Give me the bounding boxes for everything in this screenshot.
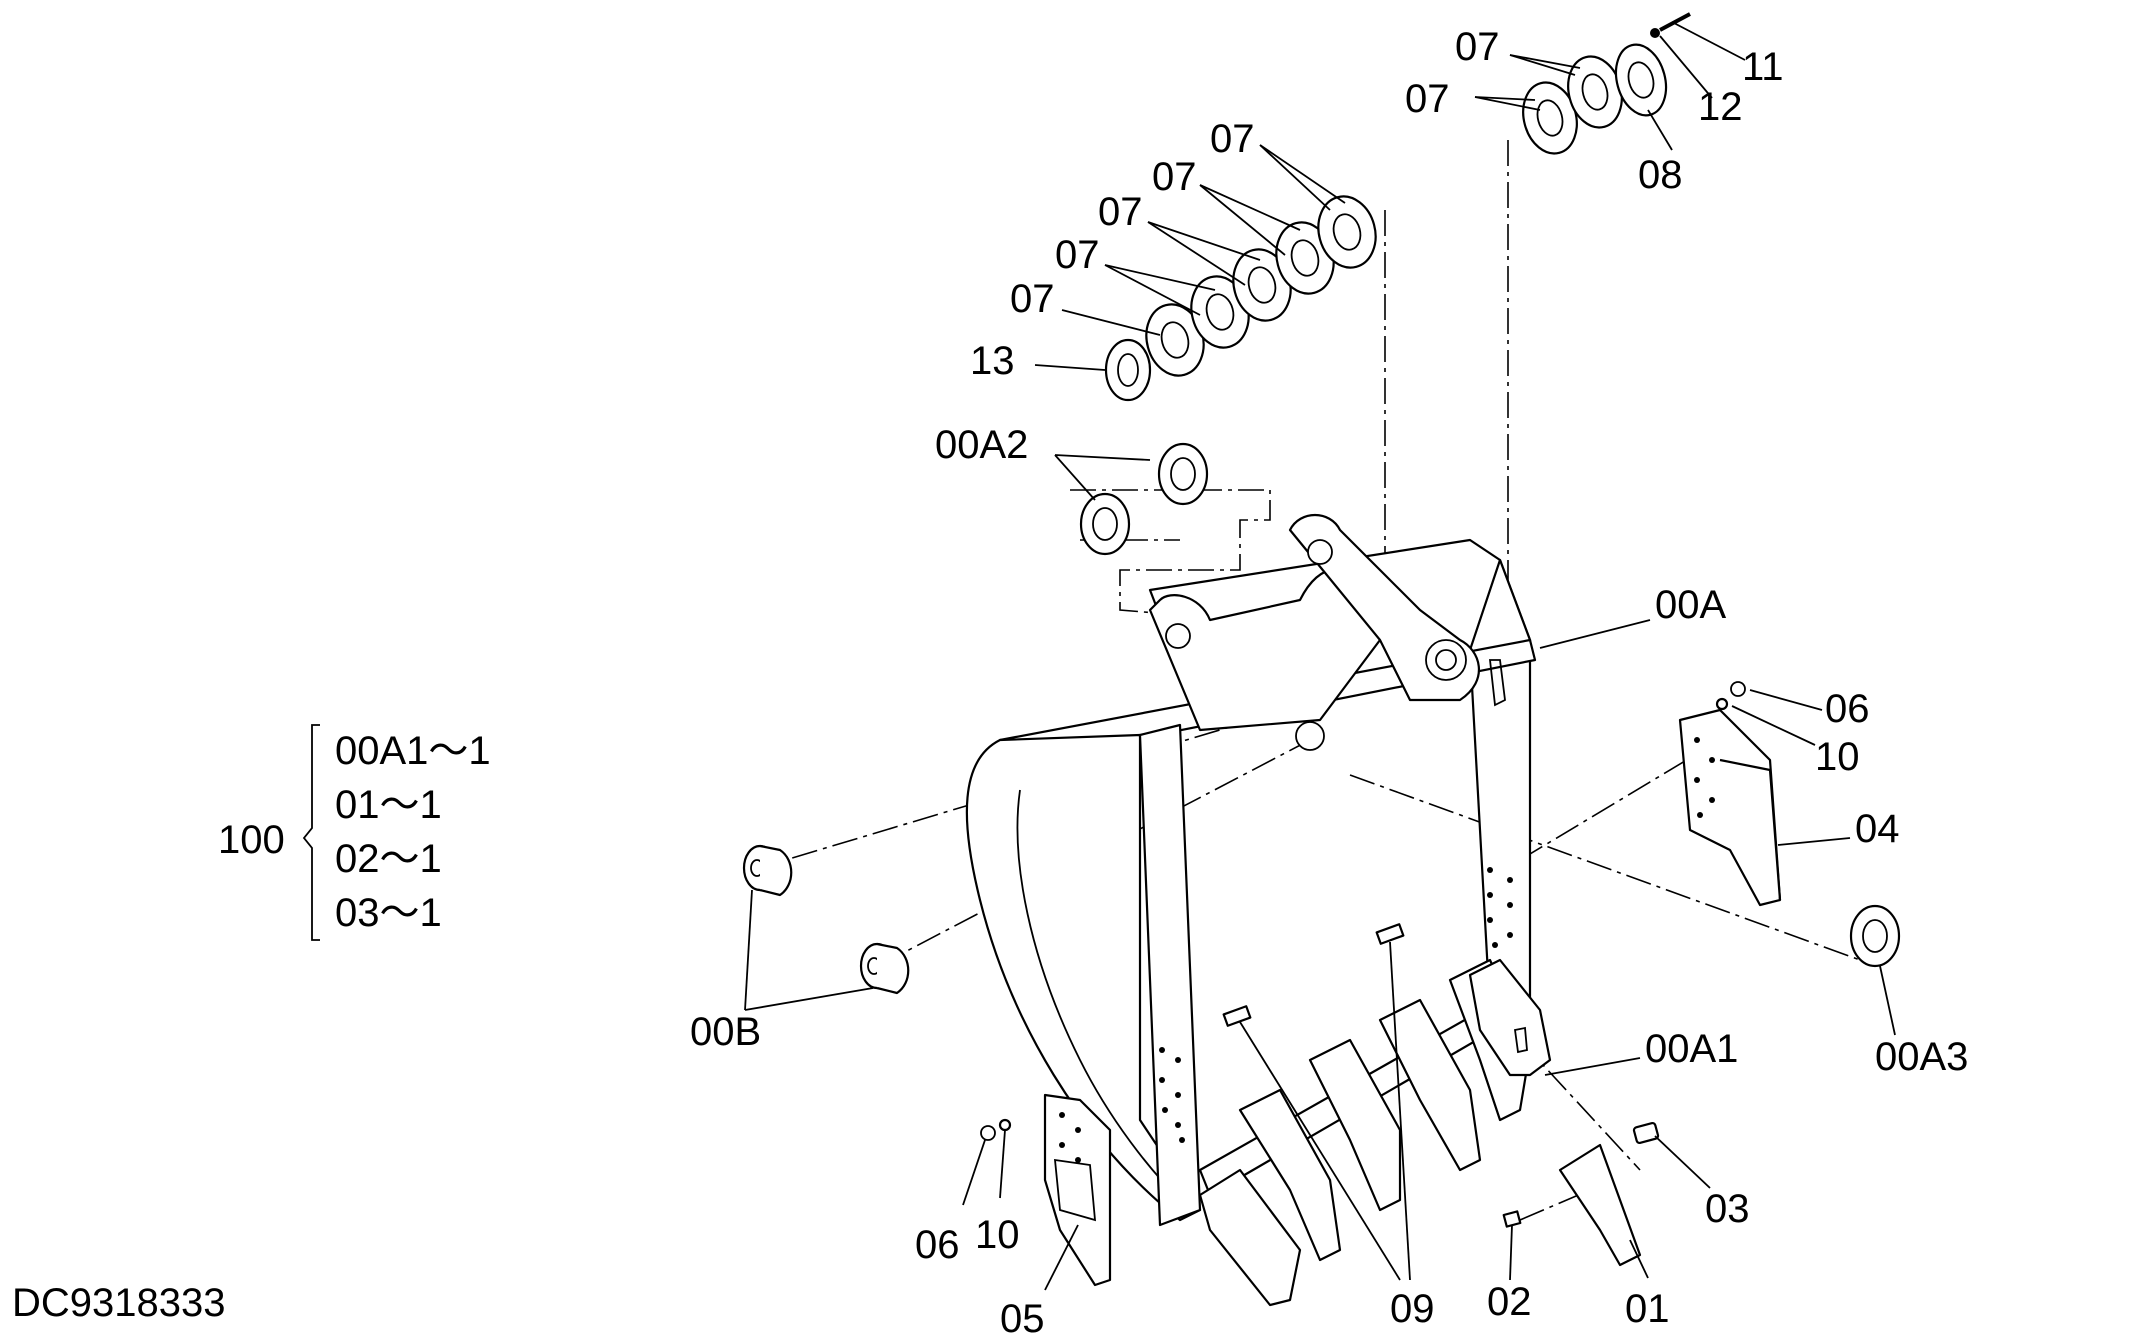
assembly-list: 100 00A1～1 01～1 02～1 03～1 <box>218 729 491 935</box>
assembly-label: 100 <box>218 818 285 862</box>
callout-10: 10 <box>975 1213 1020 1257</box>
callout-03: 03 <box>1705 1187 1750 1231</box>
callout-09: 09 <box>1390 1287 1435 1331</box>
callout-07: 07 <box>1010 277 1055 321</box>
callout-07: 07 <box>1405 77 1450 121</box>
callout-13: 13 <box>970 339 1015 383</box>
callout-00A3: 00A3 <box>1875 1035 1968 1079</box>
callout-08: 08 <box>1638 153 1683 197</box>
assembly-item: 00A1～1 <box>335 729 491 773</box>
assembly-item: 01～1 <box>335 783 442 827</box>
callout-07: 07 <box>1055 233 1100 277</box>
callout-07: 07 <box>1152 155 1197 199</box>
callout-02: 02 <box>1487 1280 1532 1324</box>
callout-05: 05 <box>1000 1297 1045 1340</box>
leader-lines <box>744 21 1896 1291</box>
callout-12: 12 <box>1698 85 1743 129</box>
callout-04: 04 <box>1855 807 1900 851</box>
shims <box>1145 12 1691 377</box>
callout-07: 07 <box>1455 25 1500 69</box>
callout-07: 07 <box>1098 190 1143 234</box>
drawing-code: DC9318333 <box>12 1281 226 1325</box>
callout-00A1: 00A1 <box>1645 1027 1738 1071</box>
callout-01: 01 <box>1625 1287 1670 1331</box>
callout-06: 06 <box>915 1223 960 1267</box>
callout-07: 07 <box>1210 117 1255 161</box>
callout-00B: 00B <box>690 1010 761 1054</box>
assembly-item: 02～1 <box>335 837 442 881</box>
bushings <box>742 338 1901 995</box>
callout-11: 11 <box>1742 45 1784 89</box>
callout-labels: 07 07 11 12 08 07 07 07 07 07 13 00A2 00… <box>690 25 1968 1340</box>
side-cutters <box>980 681 1782 1287</box>
callout-10: 10 <box>1815 735 1860 779</box>
callout-06: 06 <box>1825 687 1870 731</box>
teeth <box>1198 923 1660 1307</box>
callout-00A2: 00A2 <box>935 423 1028 467</box>
callout-00A: 00A <box>1655 583 1726 627</box>
assembly-brace <box>302 724 320 941</box>
assembly-item: 03～1 <box>335 891 442 935</box>
